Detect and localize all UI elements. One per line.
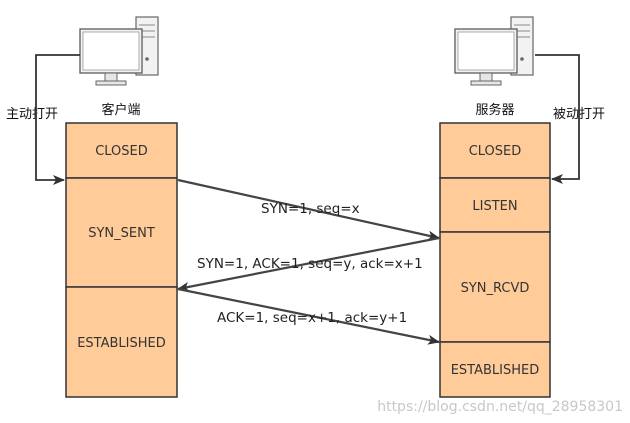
client-state-column: CLOSED SYN_SENT ESTABLISHED (65, 122, 178, 398)
client-state-syn-sent (65, 177, 178, 288)
passive-open-arrow (535, 54, 580, 184)
syn-arrow (177, 178, 440, 241)
active-open-label: 主动打开 (6, 107, 58, 122)
client-computer-icon (79, 16, 159, 86)
server-state-closed (439, 122, 551, 179)
client-state-closed (65, 122, 178, 179)
server-state-syn-rcvd (439, 231, 551, 343)
client-state-syn-sent-label: SYN_SENT (88, 226, 155, 241)
server-state-column: CLOSED LISTEN SYN_RCVD ESTABLISHED (439, 122, 551, 398)
ack-arrow (177, 287, 440, 345)
server-state-syn-rcvd-label: SYN_RCVD (461, 281, 530, 296)
server-state-listen-label: LISTEN (472, 199, 517, 214)
watermark: https://blog.csdn.net/qq_28958301 (377, 399, 623, 415)
active-open-arrow (35, 54, 80, 185)
client-label: 客户端 (101, 102, 140, 118)
server-state-closed-label: CLOSED (469, 144, 522, 159)
server-label: 服务器 (475, 102, 514, 118)
syn-ack-arrow (177, 236, 440, 292)
syn-message-label: SYN=1, seq=x (261, 201, 360, 217)
server-state-listen (439, 177, 551, 233)
server-state-established (439, 341, 551, 398)
syn-ack-message-label: SYN=1, ACK=1, seq=y, ack=x+1 (197, 256, 423, 272)
ack-message-label: ACK=1, seq=x+1, ack=y+1 (217, 310, 407, 326)
server-computer-icon (454, 16, 534, 86)
client-state-established (65, 286, 178, 398)
server-state-established-label: ESTABLISHED (451, 363, 540, 378)
client-state-established-label: ESTABLISHED (77, 336, 166, 351)
client-state-closed-label: CLOSED (95, 144, 148, 159)
